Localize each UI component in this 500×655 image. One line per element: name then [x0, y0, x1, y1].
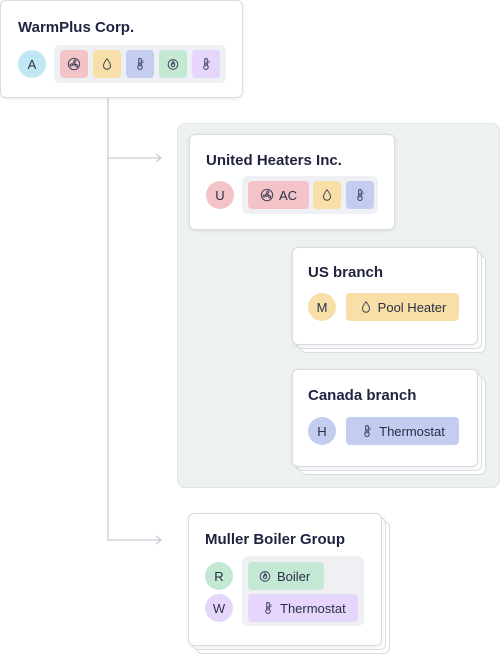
product-chip-thermometer[interactable] — [126, 50, 154, 78]
thermometer-icon — [199, 57, 213, 71]
avatar: W — [205, 594, 233, 622]
avatar: M — [308, 293, 336, 321]
muller-boiler-card[interactable]: Muller Boiler Group R W Boiler Thermosta… — [188, 513, 382, 646]
product-chip-thermometer[interactable] — [192, 50, 220, 78]
product-chip-thermostat[interactable]: Thermostat — [248, 594, 358, 622]
thermometer-icon — [133, 57, 147, 71]
muller-boiler-title: Muller Boiler Group — [205, 531, 346, 548]
flame-icon — [166, 57, 180, 71]
product-chip-thermostat[interactable]: Thermostat — [346, 417, 459, 445]
fan-icon — [260, 188, 274, 202]
fan-icon — [67, 57, 81, 71]
chip-label: Thermostat — [280, 600, 346, 616]
droplet-icon — [320, 188, 334, 202]
chip-label: Pool Heater — [377, 299, 447, 315]
droplet-icon — [100, 57, 114, 71]
avatar: U — [206, 181, 234, 209]
united-heaters-card[interactable]: United Heaters Inc. U AC — [189, 134, 395, 230]
product-chip-thermometer[interactable] — [346, 181, 374, 209]
root-company-card[interactable]: WarmPlus Corp. A — [0, 0, 243, 98]
product-chip-pool-heater[interactable]: Pool Heater — [346, 293, 459, 321]
flame-icon — [258, 569, 272, 583]
united-heaters-title: United Heaters Inc. — [206, 152, 342, 169]
thermometer-icon — [353, 188, 367, 202]
root-company-title: WarmPlus Corp. — [18, 19, 135, 36]
product-chip-boiler[interactable]: Boiler — [248, 562, 324, 590]
chip-label: Boiler — [277, 568, 311, 584]
thermometer-icon — [261, 601, 275, 615]
thermometer-icon — [360, 424, 374, 438]
product-chip-droplet[interactable] — [313, 181, 341, 209]
us-branch-card[interactable]: US branch M Pool Heater — [292, 247, 478, 345]
product-chip-ac[interactable]: AC — [248, 181, 309, 209]
avatar: H — [308, 417, 336, 445]
canada-branch-title: Canada branch — [308, 387, 417, 404]
product-chip-flame[interactable] — [159, 50, 187, 78]
canada-branch-card[interactable]: Canada branch H Thermostat — [292, 369, 478, 467]
droplet-icon — [359, 300, 373, 314]
us-branch-title: US branch — [308, 264, 384, 281]
avatar: A — [18, 50, 46, 78]
avatar: R — [205, 562, 233, 590]
chip-label: AC — [278, 187, 298, 203]
product-chip-droplet[interactable] — [93, 50, 121, 78]
product-chip-fan[interactable] — [60, 50, 88, 78]
chip-label: Thermostat — [379, 423, 445, 439]
